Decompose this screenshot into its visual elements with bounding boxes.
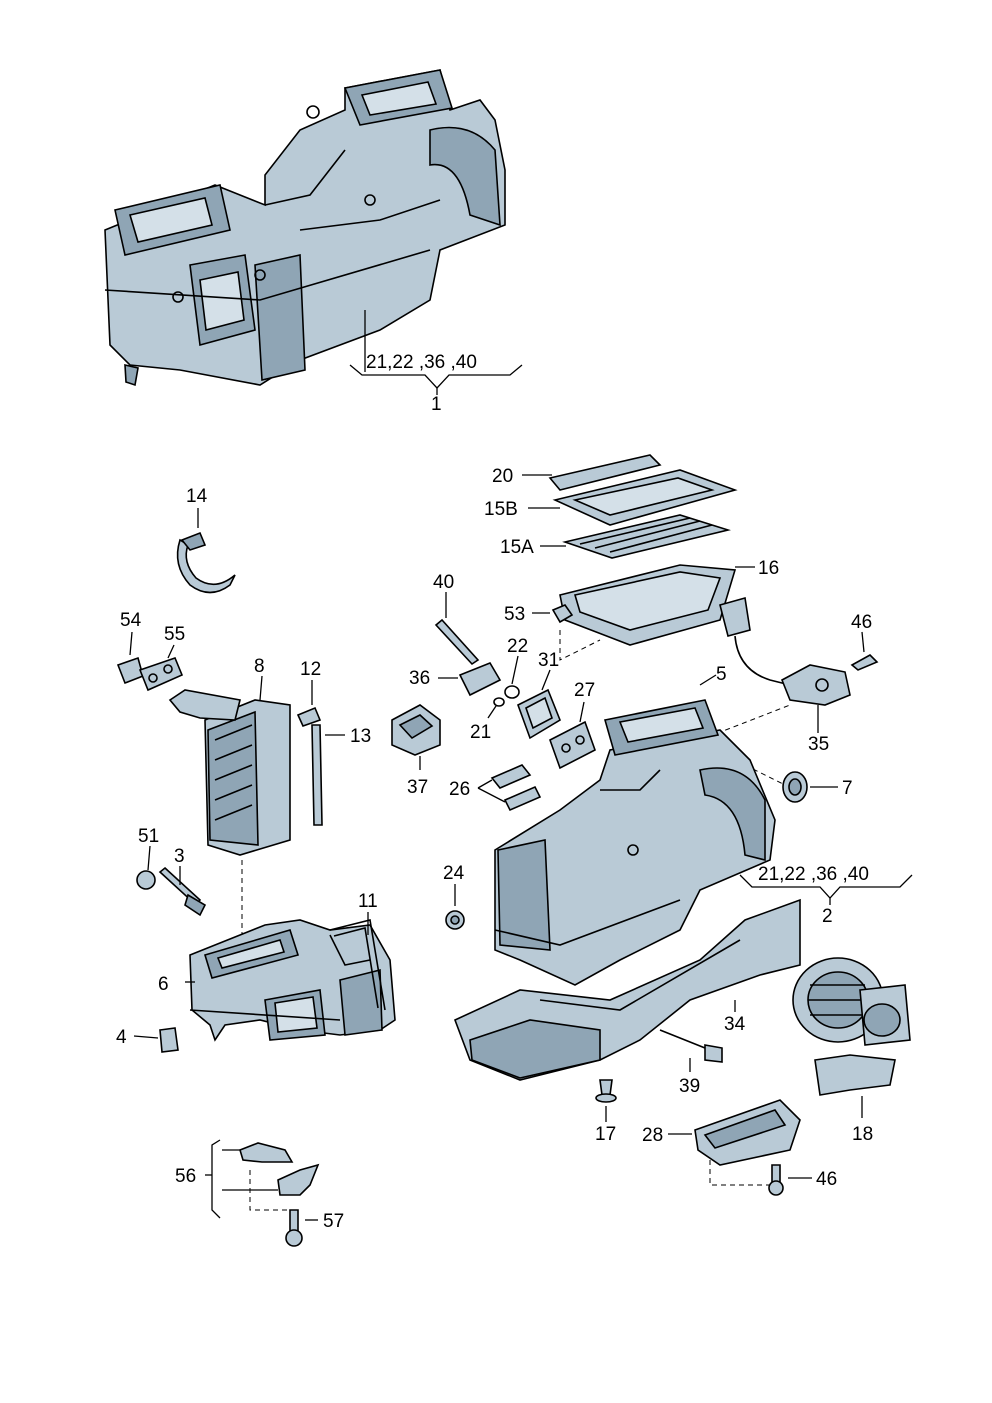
label-46-bottom: 46 xyxy=(816,1169,837,1190)
label-4: 4 xyxy=(116,1027,127,1048)
housing-6 xyxy=(189,919,396,1042)
label-55: 55 xyxy=(164,624,185,645)
screw-57 xyxy=(285,1209,303,1247)
tray-16 xyxy=(559,564,737,646)
clip-12 xyxy=(296,706,322,727)
label-16: 16 xyxy=(758,558,779,579)
label-57: 57 xyxy=(323,1211,344,1232)
seal-27 xyxy=(549,720,596,770)
label-51: 51 xyxy=(138,826,159,847)
nut-51 xyxy=(136,870,156,890)
gasket-11 xyxy=(329,919,386,1011)
label-39: 39 xyxy=(679,1076,700,1097)
screw-46b xyxy=(768,1164,784,1196)
bracket-36 xyxy=(458,662,502,697)
clip-4 xyxy=(159,1027,179,1053)
label-31: 31 xyxy=(538,650,559,671)
label-15a: 15A xyxy=(500,537,534,558)
clamp-14 xyxy=(176,531,236,594)
lever-56b xyxy=(277,1163,320,1196)
gasket-31 xyxy=(517,688,561,740)
housing-assembly-1 xyxy=(104,69,506,387)
actuator-35 xyxy=(780,664,851,706)
grommet-7 xyxy=(782,771,808,803)
label-56: 56 xyxy=(175,1166,196,1187)
label-24: 24 xyxy=(443,863,465,884)
label-54: 54 xyxy=(120,610,142,631)
harness-5 xyxy=(719,596,791,686)
fitting-24 xyxy=(445,910,465,930)
label-17: 17 xyxy=(595,1124,616,1145)
screw-46a xyxy=(850,654,879,671)
label-11: 11 xyxy=(358,891,378,912)
label-28: 28 xyxy=(642,1125,663,1146)
nut-53 xyxy=(551,604,574,624)
duct-34 xyxy=(453,898,801,1081)
clip-54 xyxy=(116,656,144,685)
seal-strip-20 xyxy=(548,454,662,491)
group-label-1: 21,22 ,36 ,40 xyxy=(366,352,477,373)
label-15b: 15B xyxy=(484,499,518,520)
label-13: 13 xyxy=(350,726,371,747)
filter-15a xyxy=(562,514,731,559)
label-35: 35 xyxy=(808,734,829,755)
label-36: 36 xyxy=(409,668,430,689)
label-34: 34 xyxy=(724,1014,746,1035)
seal-55 xyxy=(138,656,184,692)
label-5: 5 xyxy=(716,664,727,685)
bolt-40 xyxy=(434,618,480,666)
bolt-3 xyxy=(158,866,207,917)
label-27: 27 xyxy=(574,680,595,701)
label-37: 37 xyxy=(407,777,428,798)
label-7: 7 xyxy=(842,778,853,799)
frame-15b xyxy=(552,469,738,526)
label-14: 14 xyxy=(186,486,208,507)
module-28 xyxy=(694,1099,801,1166)
label-6: 6 xyxy=(158,974,169,995)
label-40: 40 xyxy=(433,572,454,593)
clip-17 xyxy=(595,1079,617,1103)
sensor-39 xyxy=(659,1029,723,1063)
oring-22 xyxy=(504,685,520,699)
label-3: 3 xyxy=(174,846,185,867)
heater-core-8 xyxy=(168,689,291,856)
label-2: 2 xyxy=(822,906,833,927)
label-18: 18 xyxy=(852,1124,873,1145)
label-53: 53 xyxy=(504,604,525,625)
label-26: 26 xyxy=(449,779,470,800)
label-12: 12 xyxy=(300,659,321,680)
label-1: 1 xyxy=(431,394,442,415)
housing-2 xyxy=(494,699,776,986)
label-8: 8 xyxy=(254,656,265,677)
label-22: 22 xyxy=(507,636,528,657)
lever-56a xyxy=(239,1142,294,1163)
label-20: 20 xyxy=(492,466,513,487)
label-21: 21 xyxy=(470,722,491,743)
group-label-2: 21,22 ,36 ,40 xyxy=(758,864,869,885)
rod-13 xyxy=(311,724,323,826)
bracket-26b xyxy=(503,785,542,812)
label-46-top: 46 xyxy=(851,612,872,633)
blower-18 xyxy=(792,957,911,1096)
bracket-26a xyxy=(490,764,532,789)
oring-21 xyxy=(493,697,505,707)
duct-37 xyxy=(391,704,441,756)
